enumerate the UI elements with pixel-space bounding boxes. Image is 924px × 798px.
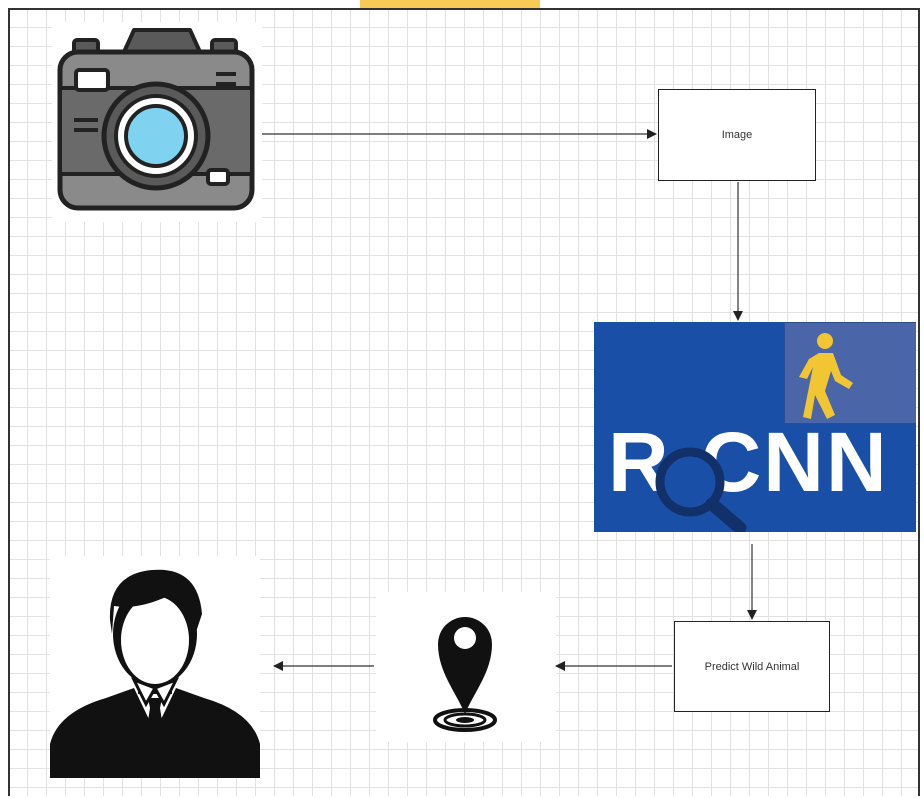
- image-node-label: Image: [721, 129, 753, 141]
- camera-icon: [57, 28, 255, 211]
- location-pin-icon: [433, 617, 497, 732]
- predict-node[interactable]: Predict Wild Animal: [674, 621, 830, 712]
- pedestrian-icon: [799, 333, 853, 419]
- detection-box: [784, 322, 916, 424]
- predict-node-label: Predict Wild Animal: [704, 660, 800, 673]
- camera-picture: [52, 22, 262, 222]
- location-picture: [376, 592, 556, 742]
- magnifier-icon: [655, 447, 747, 532]
- top-strip: [0, 0, 924, 8]
- rcnn-block: R-CNN: [594, 322, 916, 532]
- rcnn-text: R-CNN: [608, 415, 889, 509]
- person-icon: [50, 569, 260, 778]
- top-band-decoration: [360, 0, 540, 8]
- person-picture: [50, 556, 260, 778]
- image-node[interactable]: Image: [658, 89, 816, 181]
